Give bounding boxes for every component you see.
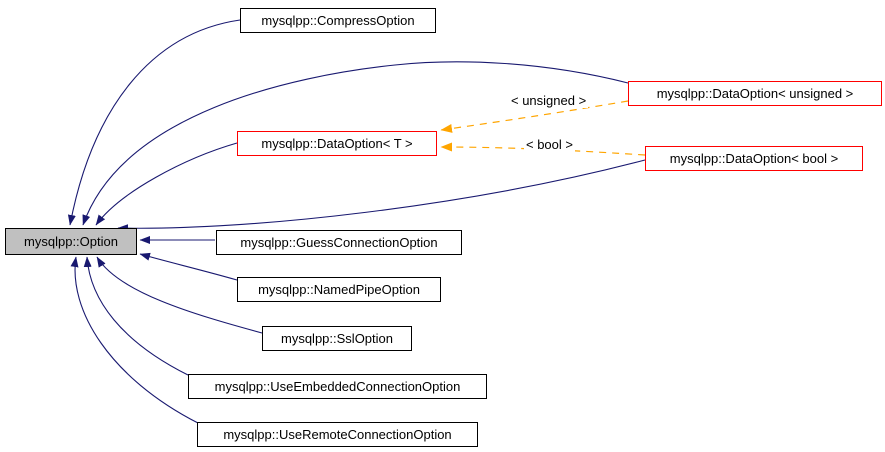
node-mysqlpp-guessconnectionoption[interactable]: mysqlpp::GuessConnectionOption [216, 230, 462, 255]
edge-template-unsigned-to-dataoption-t [440, 100, 629, 133]
node-mysqlpp-compressoption[interactable]: mysqlpp::CompressOption [240, 8, 436, 33]
edge-useembedded-to-option [83, 256, 189, 376]
node-mysqlpp-dataoption-bool[interactable]: mysqlpp::DataOption< bool > [645, 146, 863, 171]
node-mysqlpp-namedpipeoption[interactable]: mysqlpp::NamedPipeOption [237, 277, 441, 302]
edge-dataoption-t-to-option [95, 142, 238, 226]
edge-dataoption-unsigned-to-option [82, 61, 629, 226]
edge-compress-to-option [67, 19, 241, 226]
node-mysqlpp-dataoption-t[interactable]: mysqlpp::DataOption< T > [237, 131, 437, 156]
node-mysqlpp-useembeddedconnectionoption[interactable]: mysqlpp::UseEmbeddedConnectionOption [188, 374, 487, 399]
edge-label-bool-instantiation: < bool > [524, 137, 575, 152]
edge-namedpipe-to-option [139, 252, 238, 281]
node-mysqlpp-ssloption[interactable]: mysqlpp::SslOption [262, 326, 412, 351]
node-mysqlpp-option[interactable]: mysqlpp::Option [5, 228, 137, 255]
node-mysqlpp-useremoteconnectionoption[interactable]: mysqlpp::UseRemoteConnectionOption [197, 422, 478, 447]
edge-dataoption-bool-to-option [117, 159, 646, 233]
node-mysqlpp-dataoption-unsigned[interactable]: mysqlpp::DataOption< unsigned > [628, 81, 882, 106]
edge-label-unsigned-instantiation: < unsigned > [509, 93, 589, 108]
edge-useremote-to-option [70, 256, 199, 424]
edge-ssl-to-option [96, 256, 263, 334]
